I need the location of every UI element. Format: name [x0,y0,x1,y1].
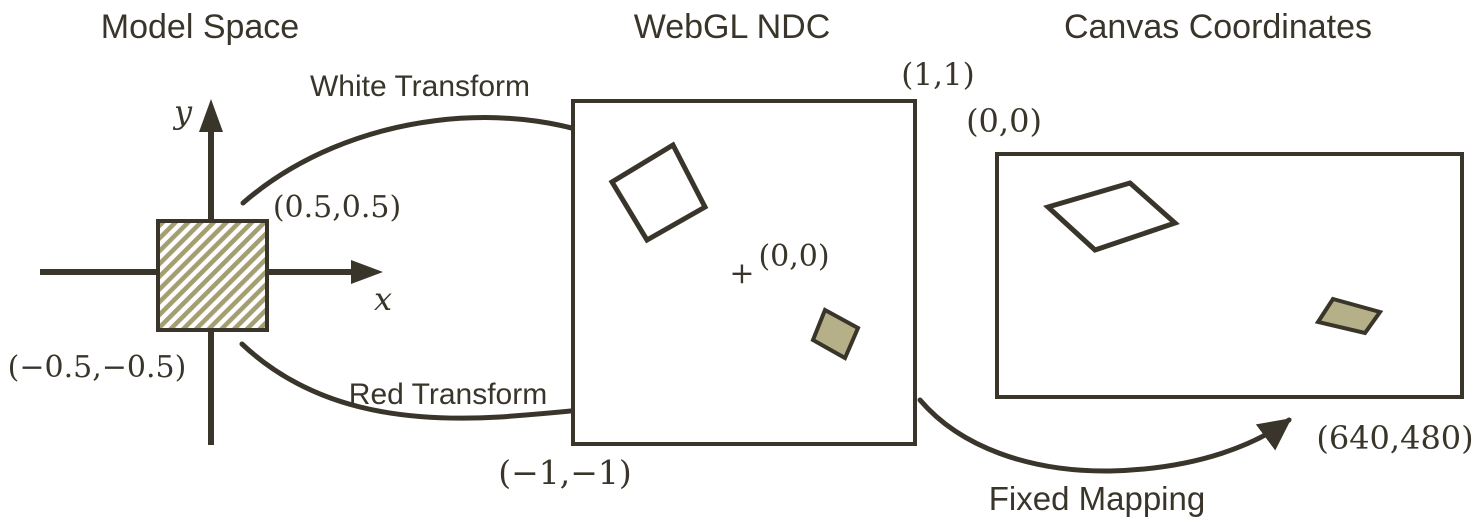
ndc-box [571,99,917,446]
ndc-origin-coordinate: (0,0) [758,239,829,274]
model-square [156,219,269,332]
canvas-coordinates-title: Canvas Coordinates [1064,8,1372,46]
model-square-top-right-coordinate: (0.5,0.5) [273,190,401,225]
canvas-top-left-coordinate: (0,0) [966,102,1042,140]
model-space-title: Model Space [101,8,299,46]
ndc-origin-marker: + [729,256,754,291]
canvas-box [995,152,1464,399]
ndc-top-right-coordinate: (1,1) [901,57,975,93]
canvas-red-quad [1314,296,1384,336]
fixed-mapping-arrow [917,397,1292,474]
white-transform-label: White Transform [310,70,530,103]
webgl-ndc-title: WebGL NDC [634,8,831,46]
canvas-bottom-right-coordinate: (640,480) [1316,419,1473,457]
x-axis-arrowhead-icon [351,260,383,284]
canvas-white-quad [1043,180,1180,253]
red-transform-label: Red Transform [349,378,547,411]
ndc-red-square [810,307,861,361]
y-axis-label: y [172,93,193,131]
y-axis-arrowhead-icon [199,99,223,132]
model-square-bottom-left-coordinate: (−0.5,−0.5) [8,350,187,385]
ndc-white-square [608,141,709,244]
fixed-mapping-label: Fixed Mapping [989,480,1205,517]
x-axis-label: x [374,280,392,318]
ndc-bottom-left-coordinate: (−1,−1) [498,453,632,492]
